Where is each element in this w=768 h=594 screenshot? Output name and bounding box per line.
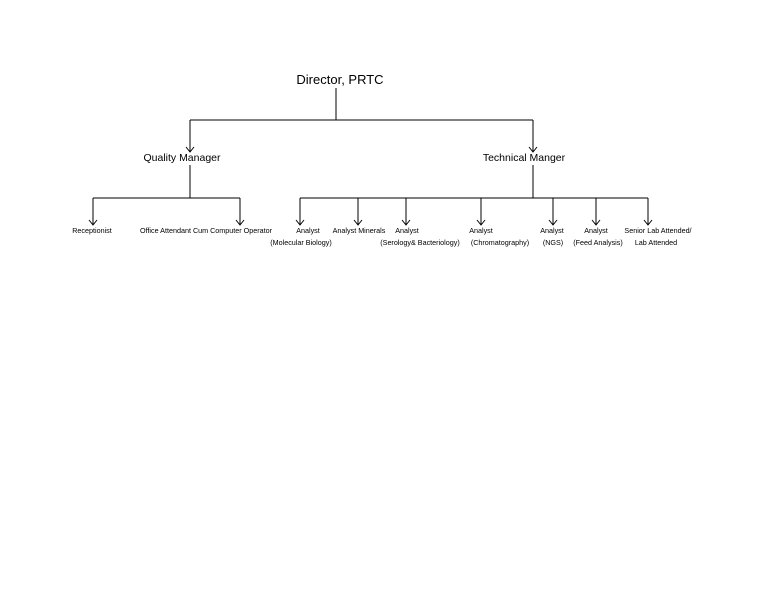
leaf-line: Analyst — [540, 226, 564, 235]
leaf-line: Analyst — [584, 226, 608, 235]
technical-manager-node: Technical Manger — [483, 152, 566, 164]
receptionist-node: Receptionist — [72, 226, 112, 235]
analyst-ngs-node: Analyst (NGS) — [540, 226, 564, 247]
leaf-line: Analyst — [395, 226, 419, 235]
leaf-line: (Chromatography) — [471, 238, 529, 247]
leaf-line: (NGS) — [543, 238, 563, 247]
leaf-line: Lab Attended — [635, 238, 677, 247]
leaf-line: Analyst — [469, 226, 493, 235]
root-connectors — [185, 88, 538, 153]
analyst-feed-analysis-node: Analyst (Feed Analysis) — [573, 226, 623, 247]
leaf-line: Analyst — [296, 226, 320, 235]
director-node: Director, PRTC — [296, 72, 383, 87]
senior-lab-attended-node: Senior Lab Attended/ Lab Attended — [624, 226, 691, 247]
quality-manager-connectors — [88, 165, 245, 226]
analyst-serology-node: Analyst (Serology& Bacteriology) — [380, 226, 460, 247]
analyst-minerals-node: Analyst Minerals — [333, 226, 386, 235]
office-attendant-node: Office Attendant Cum Computer Operator — [140, 226, 273, 235]
technical-manager-connectors — [295, 165, 653, 226]
quality-manager-node: Quality Manager — [143, 152, 221, 164]
leaf-line: (Serology& Bacteriology) — [380, 238, 460, 247]
leaf-line: (Molecular Biology) — [270, 238, 332, 247]
leaf-line: (Feed Analysis) — [573, 238, 623, 247]
leaf-line: Senior Lab Attended/ — [624, 226, 691, 235]
analyst-molecular-biology-node: Analyst (Molecular Biology) — [270, 226, 332, 247]
analyst-chromatography-node: Analyst (Chromatography) — [469, 226, 529, 247]
